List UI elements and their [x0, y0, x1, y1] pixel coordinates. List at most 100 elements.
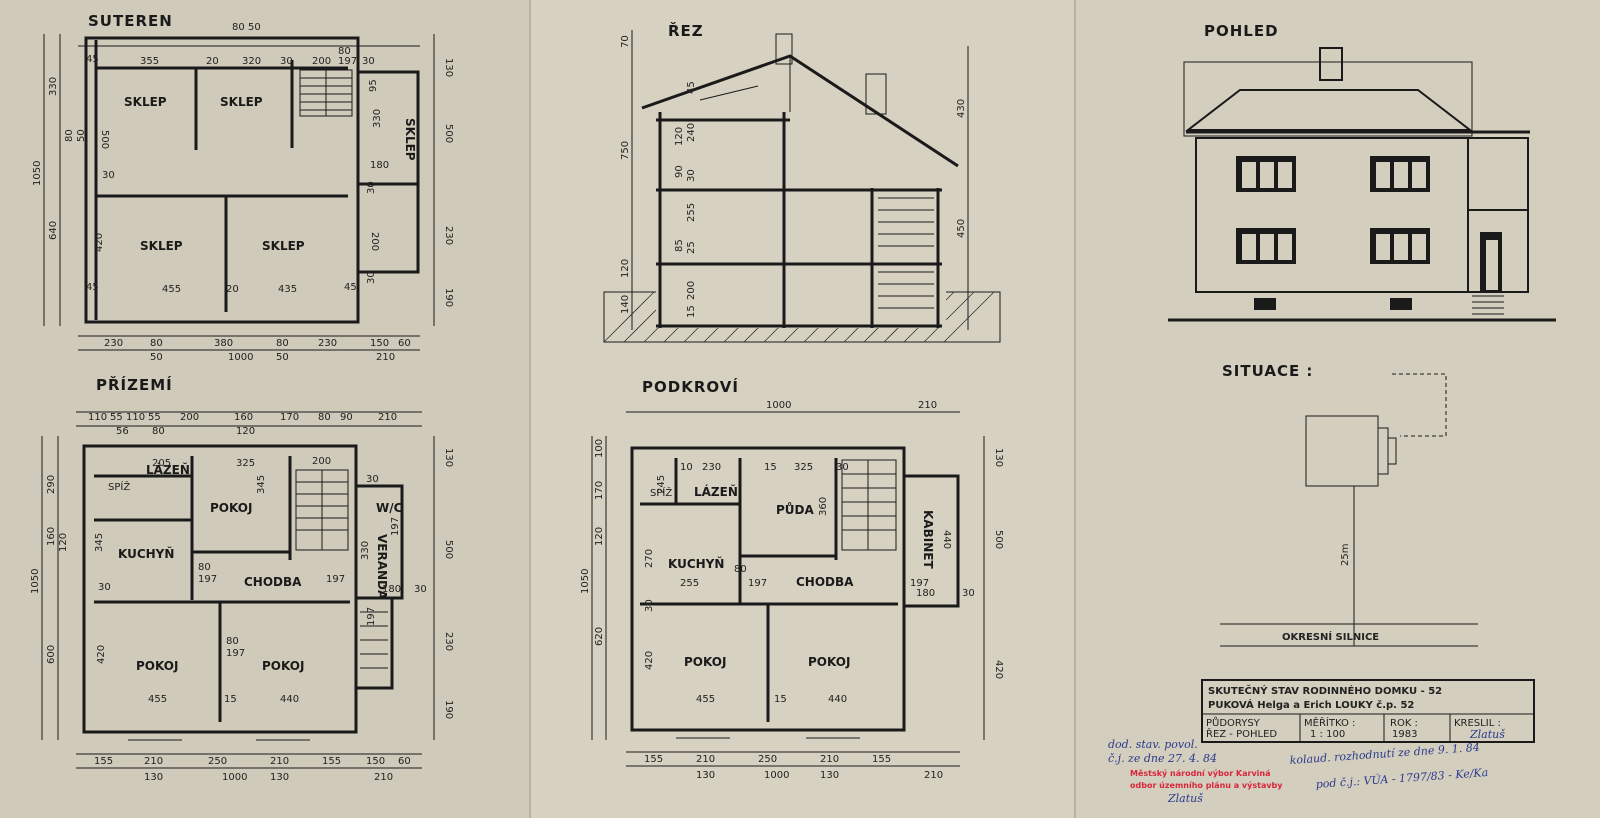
- suteren-outer-wall: [84, 36, 360, 324]
- dim-label: 130: [820, 770, 839, 781]
- dim-label: 197: [338, 56, 357, 67]
- dim-label: 30: [102, 170, 115, 181]
- pohled-door-glass: [1486, 240, 1498, 290]
- dim-label: 130: [696, 770, 715, 781]
- title-block-frame: [1201, 679, 1535, 743]
- dim-label: 80: [150, 338, 163, 349]
- dim-label: 55: [148, 412, 161, 423]
- dim-label: 200: [686, 281, 697, 300]
- dim-label: 120: [674, 127, 685, 146]
- title-cell-label: KRESLIL :: [1454, 718, 1501, 729]
- pohled-window: [1236, 156, 1296, 192]
- dim-label: 55: [110, 412, 123, 423]
- dim-label: 15: [686, 305, 697, 318]
- dim-label: 200: [312, 456, 331, 467]
- dim-label: 420: [993, 660, 1004, 679]
- dim-label: 1000: [764, 770, 789, 781]
- dim-label: 320: [242, 56, 261, 67]
- dim-label: 30: [280, 56, 293, 67]
- dim-label: 130: [443, 58, 454, 77]
- dim-label: 210: [144, 756, 163, 767]
- dim-label: 325: [236, 458, 255, 469]
- dim-label: 230: [318, 338, 337, 349]
- suteren-stair: [299, 69, 353, 117]
- dim-label: 380: [214, 338, 233, 349]
- dim-label: 30: [98, 582, 111, 593]
- dim-label: 500: [443, 540, 454, 559]
- dim-label: 30: [362, 56, 375, 67]
- rez-roof: [641, 54, 959, 168]
- dim-label: 30: [366, 474, 379, 485]
- podkrovi-title: PODKROVÍ: [642, 377, 739, 396]
- stamp-text: odbor územního plánu a výstavby: [1130, 781, 1283, 790]
- pohled-annex: [1467, 137, 1529, 211]
- dim-label: 500: [443, 124, 454, 143]
- dim-label: 210: [820, 754, 839, 765]
- dim-label: 1000: [228, 352, 253, 363]
- dim-label: 345: [94, 533, 105, 552]
- dim-label: 155: [644, 754, 663, 765]
- dim-label: 1050: [30, 569, 41, 594]
- dim-label: 255: [680, 578, 699, 589]
- rez-title: ŘEZ: [668, 21, 704, 40]
- dim-label: 210: [924, 770, 943, 781]
- dim-label: 85: [674, 239, 685, 252]
- podkrovi-room-label: POKOJ: [684, 655, 726, 669]
- dim-label: 50: [150, 352, 163, 363]
- dim-label: 50: [276, 352, 289, 363]
- dim-label: 170: [594, 481, 605, 500]
- prizemi-title: PŘÍZEMÍ: [96, 375, 173, 394]
- podkrovi-stair: [841, 459, 897, 551]
- dim-label: 160: [46, 527, 57, 546]
- prizemi-room-label: CHODBA: [244, 575, 302, 589]
- dim-label: 210: [376, 352, 395, 363]
- suteren-room-label: SKLEP: [140, 239, 183, 253]
- pohled-elevation: POHLED: [1168, 22, 1556, 322]
- dim-label: 455: [696, 694, 715, 705]
- dim-label: 120: [236, 426, 255, 437]
- dim-label: 245: [656, 475, 667, 494]
- dim-label: 60: [398, 756, 411, 767]
- situace-distance-label: 25m: [1340, 544, 1351, 566]
- dim-label: 230: [104, 338, 123, 349]
- podkrovi-room-label: KABINET: [921, 510, 935, 569]
- dim-label: 110: [88, 412, 107, 423]
- dim-label: 150: [366, 756, 385, 767]
- dim-label: 20: [226, 284, 239, 295]
- dim-label: 210: [696, 754, 715, 765]
- rez-stairs: [878, 197, 934, 309]
- dim-label: 270: [644, 549, 655, 568]
- dim-label: 430: [956, 99, 967, 118]
- dim-label: 56: [116, 426, 129, 437]
- dim-label: 420: [644, 651, 655, 670]
- dim-label: 620: [594, 627, 605, 646]
- dim-label: 420: [94, 233, 105, 252]
- prizemi-room-label: LÁZEŇ: [146, 462, 190, 477]
- dim-label: 440: [941, 530, 952, 549]
- handwritten-note: kolaud. rozhodnutí ze dne 9. 1. 84: [1289, 741, 1480, 767]
- fold-line-2: [1074, 0, 1076, 818]
- dim-label: 197: [226, 648, 245, 659]
- dim-label: 240: [686, 123, 697, 142]
- pohled-window: [1370, 156, 1430, 192]
- dim-label: 90: [340, 412, 353, 423]
- dim-label: 25: [686, 241, 697, 254]
- title-cell-label: MĚŘÍTKO :: [1304, 716, 1355, 729]
- situace-neighbor: [1392, 373, 1447, 437]
- prizemi-room-label: KUCHYŇ: [118, 546, 174, 561]
- pohled-window: [1370, 228, 1430, 264]
- dim-label: 640: [48, 221, 59, 240]
- prizemi-stair: [295, 469, 349, 551]
- prizemi-room-label: W/C: [376, 501, 403, 515]
- suteren-room-label: SKLEP: [262, 239, 305, 253]
- dim-label: 50: [76, 129, 87, 142]
- dim-label: 197: [910, 578, 929, 589]
- handwritten-note: č.j. ze dne 27. 4. 84: [1108, 752, 1217, 765]
- dim-label: 600: [46, 645, 57, 664]
- dim-label: 50: [248, 22, 261, 33]
- dim-label: 30: [366, 181, 377, 194]
- dim-label: 80: [276, 338, 289, 349]
- dim-label: 180: [916, 588, 935, 599]
- dim-label: 80: [232, 22, 245, 33]
